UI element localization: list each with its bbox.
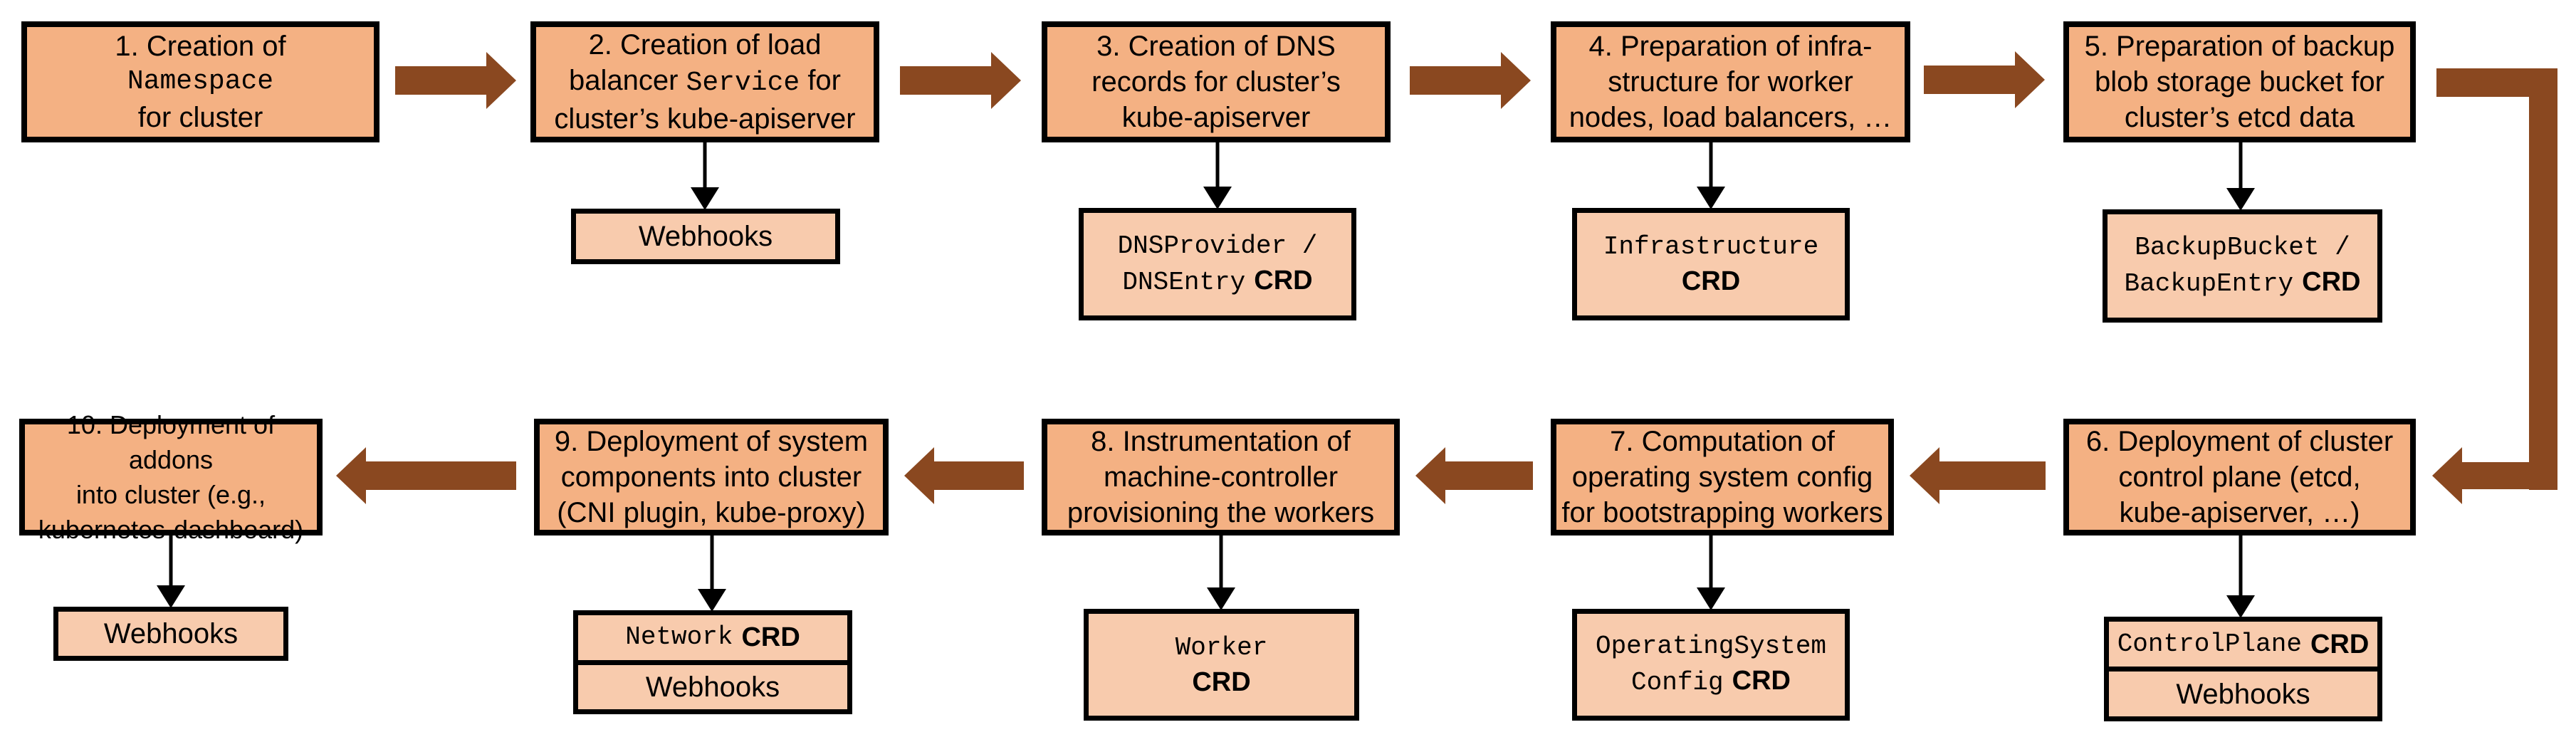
crd-line-mono: Infrastructure — [1603, 232, 1819, 261]
step-line: (CNI plugin, kube-proxy) — [557, 497, 866, 528]
link-arrow-step3-dns-crd — [1202, 142, 1233, 209]
crd-text-mono: BackupEntry — [2124, 269, 2294, 298]
infrastructure-crd-box: Infrastructure CRD — [1572, 208, 1850, 320]
step-4-box: 4. Preparation of infra- structure for w… — [1551, 21, 1910, 142]
step-line: 7. Computation of — [1610, 426, 1835, 457]
dns-crd-box: DNSProvider / DNSEntry CRD — [1079, 208, 1356, 320]
step-line: cluster’s etcd data — [2124, 102, 2355, 133]
webhooks-label: Webhooks — [103, 618, 239, 649]
crd-line-mono: BackupBucket / — [2135, 233, 2350, 262]
flow-arrow-step7-step8 — [1415, 447, 1533, 504]
elbow-tail-segment — [2462, 462, 2557, 489]
crd-suffix: CRD — [1192, 667, 1251, 697]
link-arrow-step4-infrastructure-crd — [1695, 142, 1727, 209]
step-line: structure for worker — [1608, 66, 1853, 98]
crd-line-mono: OperatingSystem — [1595, 632, 1827, 661]
flow-arrow-step1-step2 — [395, 52, 516, 109]
controlplane-crd-webhooks-box: ControlPlane CRD Webhooks — [2104, 617, 2382, 721]
step-line: 6. Deployment of cluster — [2085, 426, 2394, 457]
crd-line: BackupEntry CRD — [2125, 265, 2361, 301]
step-6-box: 6. Deployment of cluster control plane (… — [2063, 419, 2416, 535]
crd-text-mono: DNSEntry — [1122, 267, 1246, 297]
link-arrow-step7-osc-crd — [1695, 535, 1727, 610]
crd-suffix: CRD — [1681, 266, 1741, 296]
step-line: provisioning the workers — [1067, 497, 1375, 528]
crd-line: CRD — [1192, 665, 1250, 699]
webhooks-cell: Webhooks — [578, 659, 847, 710]
step-line: 8. Instrumentation of — [1091, 426, 1351, 457]
step-1-box: 1. Creation of Namespace for cluster — [21, 21, 379, 142]
step-9-box: 9. Deployment of system components into … — [534, 419, 889, 535]
link-arrow-step2-webhooks — [689, 142, 721, 210]
step-7-box: 7. Computation of operating system confi… — [1551, 419, 1894, 535]
crd-line: Config CRD — [1631, 664, 1791, 700]
link-arrow-step8-worker-crd — [1205, 535, 1237, 610]
step-line: 2. Creation of load — [588, 29, 822, 61]
step-line: into cluster (e.g., — [75, 480, 266, 509]
step-line: components into cluster — [560, 461, 862, 493]
webhooks-box-step-2: Webhooks — [571, 209, 840, 264]
elbow-arrowhead-left — [2432, 447, 2462, 504]
crd-cell: ControlPlane CRD — [2109, 622, 2377, 667]
step-line-mono: Namespace — [127, 66, 274, 97]
step-line: balancer Service for — [569, 63, 841, 101]
backup-crd-box: BackupBucket / BackupEntry CRD — [2103, 209, 2382, 323]
flow-arrow-step9-step10 — [336, 447, 516, 504]
crd-line: DNSEntry CRD — [1122, 263, 1312, 300]
operatingsystemconfig-crd-box: OperatingSystem Config CRD — [1572, 609, 1850, 721]
link-arrow-step6-controlplane-crd — [2225, 535, 2256, 618]
step-line: for cluster — [137, 102, 263, 133]
step-line: control plane (etcd, — [2118, 461, 2361, 493]
step-5-box: 5. Preparation of backup blob storage bu… — [2063, 21, 2416, 142]
link-arrow-step10-webhooks — [155, 535, 187, 608]
step-text: for — [800, 65, 841, 96]
step-line: 3. Creation of DNS — [1096, 31, 1336, 62]
step-line: kube-apiserver, …) — [2119, 497, 2360, 528]
step-10-box: 10. Deployment of addons into cluster (e… — [19, 410, 323, 544]
flow-arrow-step8-step9 — [904, 447, 1024, 504]
webhooks-box-step-10: Webhooks — [53, 607, 288, 661]
worker-crd-box: Worker CRD — [1084, 609, 1359, 721]
flow-arrow-step6-step7 — [1910, 447, 2046, 504]
step-line: records for cluster’s — [1091, 66, 1341, 98]
step-line: 10. Deployment of addons — [66, 410, 283, 474]
link-arrow-step9-network-crd — [696, 535, 728, 612]
link-arrow-step5-backup-crd — [2225, 142, 2256, 211]
step-line: for bootstrapping workers — [1561, 497, 1883, 528]
crd-text-mono: ControlPlane — [2117, 629, 2302, 659]
step-line: 5. Preparation of backup — [2084, 31, 2395, 62]
elbow-vertical-segment — [2529, 68, 2557, 490]
step-line: blob storage bucket for — [2095, 66, 2384, 98]
step-8-box: 8. Instrumentation of machine-controller… — [1042, 419, 1400, 535]
step-line: operating system config — [1571, 461, 1873, 493]
step-text-mono: Service — [686, 68, 800, 98]
step-line: 4. Preparation of infra- — [1588, 31, 1873, 62]
crd-suffix: CRD — [741, 622, 800, 653]
crd-suffix: CRD — [1254, 265, 1313, 296]
webhooks-label: Webhooks — [638, 221, 773, 252]
step-line: 1. Creation of — [115, 31, 286, 62]
crd-line-mono: DNSProvider / — [1117, 231, 1318, 261]
step-line: 9. Deployment of system — [554, 426, 869, 457]
crd-line-mono: Worker — [1175, 632, 1268, 662]
flow-arrow-step2-step3 — [900, 52, 1021, 109]
crd-text-mono: Network — [625, 622, 733, 652]
crd-suffix: CRD — [2310, 629, 2370, 659]
crd-suffix: CRD — [2302, 267, 2361, 297]
flow-arrow-step3-step4 — [1410, 52, 1531, 109]
step-line: cluster’s kube-apiserver — [554, 103, 856, 135]
step-text: balancer — [569, 65, 686, 96]
network-crd-webhooks-box: Network CRD Webhooks — [573, 610, 852, 714]
crd-suffix: CRD — [1732, 666, 1791, 696]
webhooks-cell: Webhooks — [2109, 667, 2377, 716]
crd-text-mono: Config — [1631, 668, 1724, 697]
step-line: kube-apiserver — [1121, 102, 1311, 133]
flow-arrow-step4-step5 — [1924, 51, 2045, 108]
crd-line: CRD — [1682, 264, 1740, 298]
step-3-box: 3. Creation of DNS records for cluster’s… — [1042, 21, 1391, 142]
crd-cell: Network CRD — [578, 615, 847, 660]
step-line: nodes, load balancers, … — [1569, 102, 1892, 133]
step-2-box: 2. Creation of load balancer Service for… — [530, 21, 879, 142]
step-line: machine-controller — [1103, 461, 1339, 493]
